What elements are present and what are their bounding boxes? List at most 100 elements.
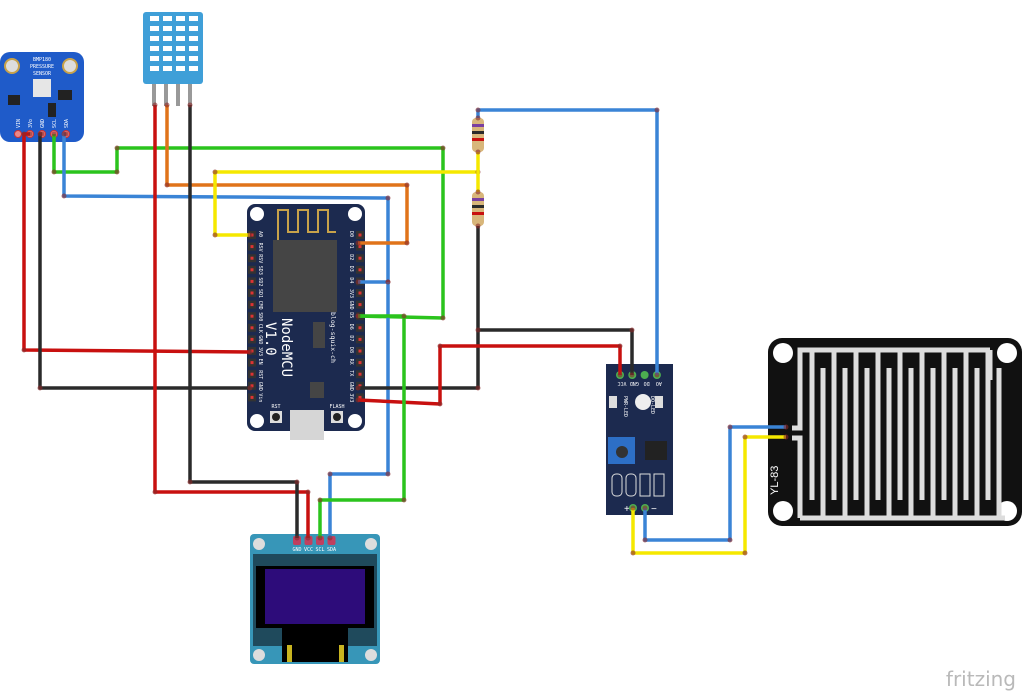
wire-blue — [476, 108, 659, 375]
wire-yellow — [213, 170, 478, 237]
nodemcu-pin-label: D6 — [348, 324, 354, 330]
rain-sensor-plate: YL-83 — [768, 338, 1022, 526]
wire-bendpoint — [212, 232, 218, 238]
dht-vent — [176, 46, 185, 51]
nodemcu-pin-label: RSV — [257, 254, 263, 263]
nodemcu-pin-label: RSV — [257, 243, 263, 252]
wire-bendpoint — [727, 537, 733, 543]
wire-bendpoint — [475, 327, 481, 333]
wire-bendpoint — [629, 327, 635, 333]
dht-vent — [189, 66, 198, 71]
wire-bendpoint — [630, 505, 636, 511]
nodemcu-name: NodeMCU — [278, 318, 294, 377]
wire-bendpoint — [355, 279, 361, 285]
nodemcu-pin-label: GND — [348, 382, 354, 391]
oled-pin-label: VCC — [304, 547, 313, 553]
bmp180-title3: SENSOR — [33, 71, 52, 77]
wire-bendpoint — [187, 102, 193, 108]
resistor-2 — [472, 192, 484, 226]
nodemcu-pin-label: CLK — [257, 324, 263, 333]
dht-vent — [150, 26, 159, 31]
nodemcu-pin-label: GND — [257, 335, 263, 344]
wire-bendpoint — [212, 169, 218, 175]
dht-vent — [176, 66, 185, 71]
wire-bendpoint — [27, 131, 33, 137]
wire-bendpoint — [51, 169, 57, 175]
wire-bendpoint — [152, 102, 158, 108]
nodemcu-version: V1.0 — [262, 322, 278, 356]
bmp180-pin-label: SCL — [52, 119, 58, 128]
oled-pin-label: SDA — [327, 547, 336, 553]
wire-bendpoint — [440, 145, 446, 151]
wire-bendpoint — [475, 149, 481, 155]
wire-bendpoint — [742, 550, 748, 556]
wire-bendpoint — [642, 537, 648, 543]
wire-bendpoint — [642, 505, 648, 511]
dht-vent — [163, 36, 172, 41]
dht-vent — [163, 26, 172, 31]
wire-bendpoint — [187, 479, 193, 485]
wire-blue — [328, 282, 390, 538]
rain-module-pin-label: GND — [630, 380, 639, 386]
dht-vent — [176, 16, 185, 21]
nodemcu-pin-label: D0 — [348, 231, 354, 237]
dht-vent — [189, 36, 198, 41]
dht-vent — [176, 26, 185, 31]
wire-bendpoint — [247, 349, 253, 355]
nodemcu-pin-label: D7 — [348, 335, 354, 341]
wire-bendpoint — [385, 195, 391, 201]
nodemcu-board: NodeMCU V1.0 blog-squix-ch RST FLASH A0R… — [247, 204, 365, 440]
nodemcu-pin-label: GND — [257, 382, 263, 391]
wire-bendpoint — [294, 535, 300, 541]
wire-bendpoint — [727, 424, 733, 430]
dht-vent — [176, 56, 185, 61]
wire-bendpoint — [401, 313, 407, 319]
wire-bendpoint — [385, 279, 391, 285]
wire-bendpoint — [152, 489, 158, 495]
wire-bendpoint — [617, 343, 623, 349]
dht-vent — [150, 36, 159, 41]
nodemcu-pin-label: D8 — [348, 347, 354, 353]
plus-label: + — [624, 504, 630, 515]
nodemcu-pin-label: SD3 — [257, 266, 263, 275]
do-led-label: DO-LED — [649, 396, 655, 414]
dht-sensor — [143, 12, 203, 106]
nodemcu-pin-label: SD1 — [257, 289, 263, 298]
nodemcu-pin-label: A0 — [257, 231, 263, 237]
wire-red — [357, 344, 622, 406]
wires — [21, 102, 789, 556]
wire-black — [188, 105, 299, 538]
nodemcu-pin-label: GND — [348, 301, 354, 310]
dht-vent — [150, 16, 159, 21]
wire-bendpoint — [617, 372, 623, 378]
nodemcu-pin-label: D5 — [348, 312, 354, 318]
bmp180-pin — [14, 130, 22, 138]
rain-module-pin — [640, 371, 649, 379]
wire-bendpoint — [61, 193, 67, 199]
wire-red — [22, 132, 251, 354]
wire-bendpoint — [437, 401, 443, 407]
flash-label: FLASH — [329, 404, 344, 410]
nodemcu-pin-label: 3V3 — [257, 347, 263, 356]
wire-bendpoint — [114, 145, 120, 151]
rain-sensor-label: YL-83 — [769, 466, 781, 495]
wire-bendpoint — [305, 535, 311, 541]
wire-bendpoint — [164, 102, 170, 108]
wire-bendpoint — [440, 315, 446, 321]
nodemcu-pin-label: D4 — [348, 277, 354, 283]
wire-bendpoint — [783, 434, 789, 440]
wire-bendpoint — [247, 385, 253, 391]
bmp180-pin-label: VIN — [16, 119, 22, 128]
wire-bendpoint — [475, 385, 481, 391]
wire-bendpoint — [294, 479, 300, 485]
nodemcu-site: blog-squix-ch — [329, 312, 337, 363]
wire-bendpoint — [164, 182, 170, 188]
nodemcu-pin-label: EN — [257, 359, 263, 365]
wire-bendpoint — [783, 424, 789, 430]
wire-bendpoint — [327, 535, 333, 541]
dht-vent — [150, 56, 159, 61]
wire-bendpoint — [51, 131, 57, 137]
